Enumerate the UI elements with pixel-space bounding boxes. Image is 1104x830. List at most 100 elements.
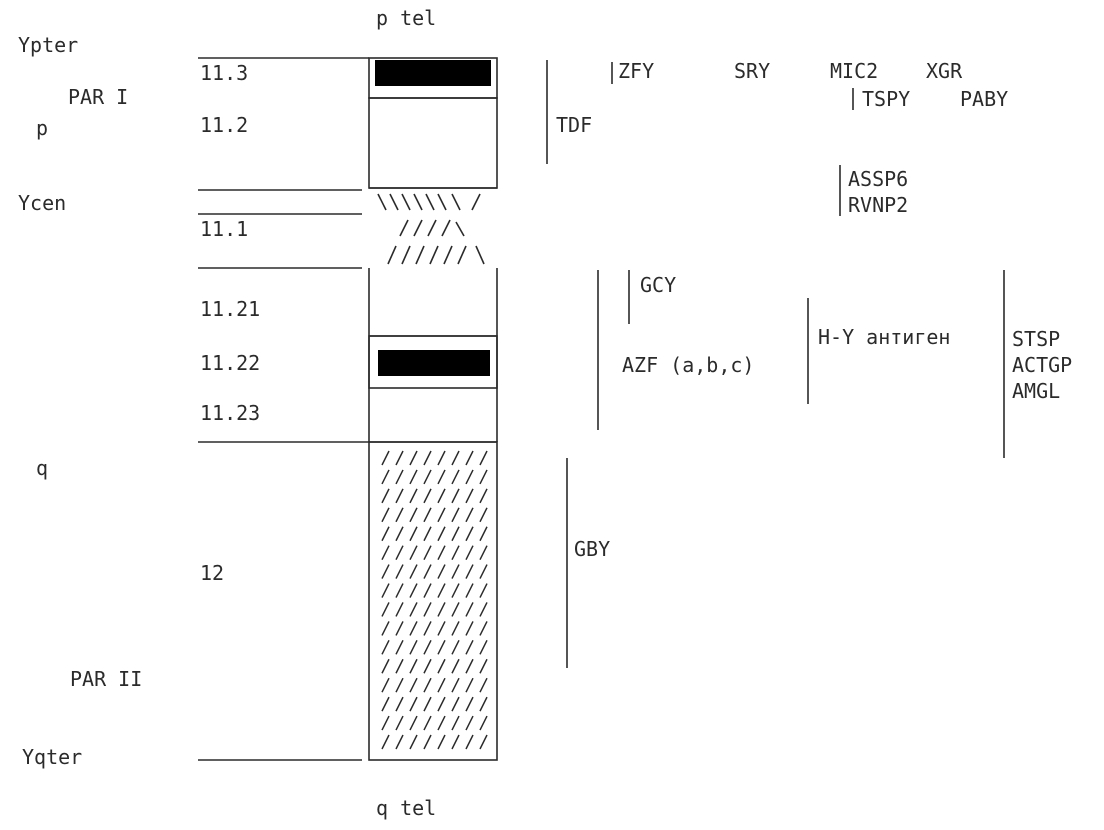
hatch-stroke bbox=[437, 658, 446, 674]
hatch-stroke bbox=[423, 583, 432, 598]
hatch-stroke bbox=[423, 450, 432, 466]
hatch-stroke bbox=[409, 696, 418, 712]
hatch-stroke bbox=[465, 621, 474, 636]
hatch-stroke bbox=[465, 658, 474, 674]
hatch-stroke bbox=[381, 450, 390, 466]
hatch-stroke bbox=[381, 677, 390, 693]
gene-tspy: TSPY bbox=[862, 87, 910, 111]
hatch-stroke bbox=[409, 734, 418, 750]
gene-mic2: MIC2 bbox=[830, 59, 878, 83]
band-label-11-21: 11.21 bbox=[200, 297, 260, 321]
band-12-hatch bbox=[381, 450, 488, 750]
hatch-stroke bbox=[423, 734, 432, 750]
hatch-stroke bbox=[395, 639, 404, 655]
gene-zfy: ZFY bbox=[618, 59, 654, 83]
hatch-stroke bbox=[465, 715, 474, 731]
hatch-stroke bbox=[479, 564, 488, 579]
hatch-stroke bbox=[451, 734, 460, 750]
hatch-stroke bbox=[381, 545, 390, 561]
hatch-stroke bbox=[465, 696, 474, 712]
q-tel-label: q tel bbox=[376, 796, 436, 820]
hatch-stroke bbox=[437, 488, 446, 504]
yqter-label: Yqter bbox=[22, 745, 82, 769]
hatch-stroke bbox=[437, 734, 446, 750]
hatch-stroke bbox=[409, 677, 418, 693]
hatch-stroke bbox=[479, 602, 488, 617]
hatch-stroke bbox=[451, 526, 460, 542]
hatch-stroke bbox=[381, 469, 390, 485]
band-11.3-dark bbox=[375, 60, 491, 86]
gene-hy: H-Y антиген bbox=[818, 325, 950, 349]
hatch-stroke bbox=[451, 507, 460, 523]
hatch-stroke bbox=[409, 564, 418, 579]
gene-azf: AZF (a,b,c) bbox=[622, 353, 754, 377]
hatch-stroke bbox=[437, 639, 446, 655]
hatch-stroke bbox=[409, 602, 418, 617]
hatch-stroke bbox=[451, 450, 460, 466]
hatch-stroke bbox=[381, 621, 390, 636]
hatch-stroke bbox=[409, 450, 418, 466]
hatch-stroke bbox=[423, 639, 432, 655]
band-label-11-1: 11.1 bbox=[200, 217, 248, 241]
hatch-stroke bbox=[409, 583, 418, 598]
hatch-stroke bbox=[423, 507, 432, 523]
hatch-stroke bbox=[395, 602, 404, 617]
hatch-stroke bbox=[437, 450, 446, 466]
hatch-stroke bbox=[395, 526, 404, 542]
ycen-label: Ycen bbox=[18, 191, 66, 215]
hatch-stroke bbox=[479, 450, 488, 466]
hatch-stroke bbox=[395, 545, 404, 561]
band-11.2-box bbox=[368, 97, 498, 189]
hatch-stroke bbox=[479, 488, 488, 504]
hatch-stroke bbox=[479, 507, 488, 523]
ypter-label: Ypter bbox=[18, 33, 78, 57]
hatch-stroke bbox=[423, 677, 432, 693]
hatch-stroke bbox=[395, 621, 404, 636]
hatch-stroke bbox=[479, 715, 488, 731]
hatch-stroke bbox=[451, 469, 460, 485]
par2-label: PAR II bbox=[70, 667, 142, 691]
hatch-stroke bbox=[465, 734, 474, 750]
hatch-stroke bbox=[395, 696, 404, 712]
band-label-12: 12 bbox=[200, 561, 224, 585]
p-tel-label: p tel bbox=[376, 6, 436, 30]
hatch-stroke bbox=[381, 696, 390, 712]
hatch-stroke bbox=[381, 488, 390, 504]
hatch-stroke bbox=[381, 658, 390, 674]
hatch-stroke bbox=[395, 488, 404, 504]
hatch-stroke bbox=[479, 677, 488, 693]
hatch-stroke bbox=[465, 602, 474, 617]
hatch-stroke bbox=[451, 545, 460, 561]
hatch-stroke bbox=[409, 488, 418, 504]
hatch-stroke bbox=[465, 526, 474, 542]
hatch-stroke bbox=[423, 715, 432, 731]
gene-gcy: GCY bbox=[640, 273, 676, 297]
hatch-stroke bbox=[423, 602, 432, 617]
hatch-stroke bbox=[437, 696, 446, 712]
hatch-stroke bbox=[479, 526, 488, 542]
hatch-stroke bbox=[409, 469, 418, 485]
hatch-stroke bbox=[395, 715, 404, 731]
gene-tdf: TDF bbox=[556, 113, 592, 137]
hatch-stroke bbox=[479, 658, 488, 674]
hatch-stroke bbox=[395, 583, 404, 598]
hatch-stroke bbox=[465, 450, 474, 466]
hatch-stroke bbox=[451, 658, 460, 674]
gene-xgr: XGR bbox=[926, 59, 963, 83]
hatch-stroke bbox=[479, 696, 488, 712]
hatch-stroke bbox=[479, 545, 488, 561]
hatch-stroke bbox=[437, 507, 446, 523]
p-arm-label: p bbox=[36, 116, 48, 140]
hatch-stroke bbox=[381, 564, 390, 579]
hatch-stroke bbox=[423, 696, 432, 712]
hatch-stroke bbox=[465, 677, 474, 693]
hatch-stroke bbox=[395, 677, 404, 693]
hatch-stroke bbox=[437, 677, 446, 693]
hatch-stroke bbox=[479, 734, 488, 750]
hatch-stroke bbox=[395, 507, 404, 523]
q-arm-label: q bbox=[36, 456, 48, 480]
gene-paby: PABY bbox=[960, 87, 1008, 111]
hatch-stroke bbox=[451, 639, 460, 655]
band-label-11-22: 11.22 bbox=[200, 351, 260, 375]
